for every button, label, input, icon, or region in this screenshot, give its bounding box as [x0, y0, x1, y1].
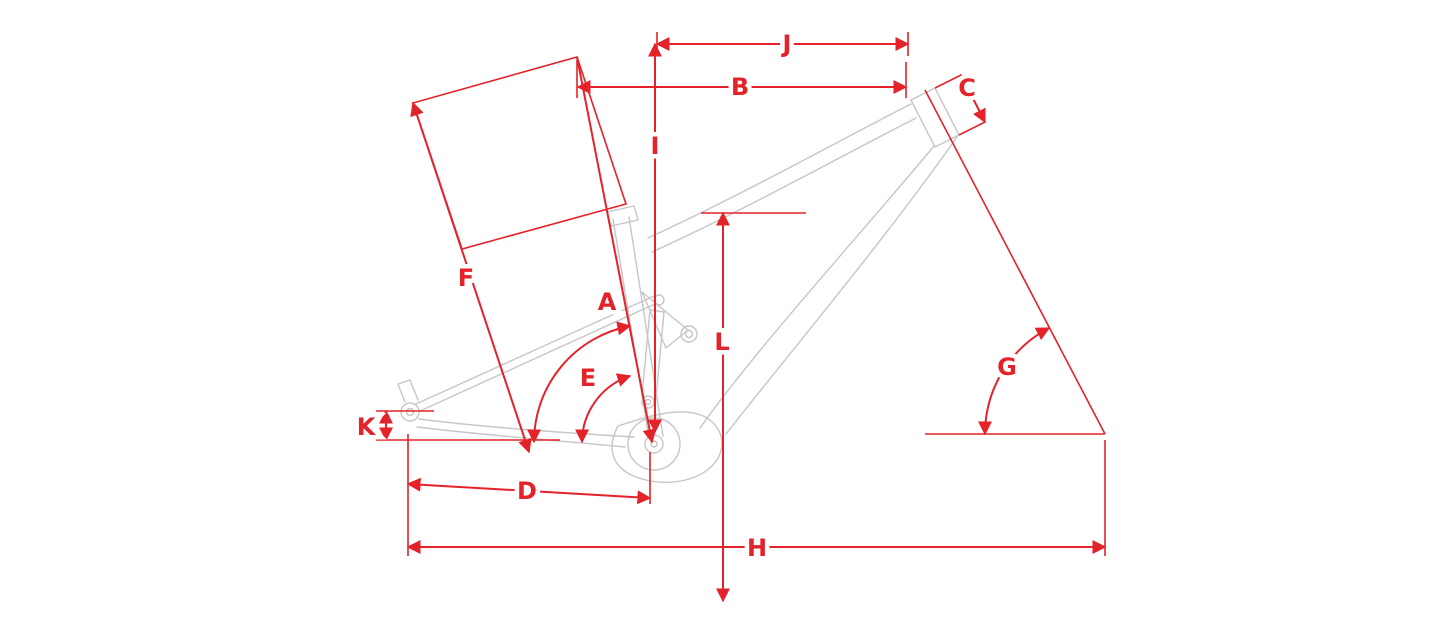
- label-I: I: [651, 132, 660, 160]
- frame-down-tube: [699, 145, 935, 429]
- dimension-annotations: F A E J B I: [352, 26, 1107, 603]
- frame-dropout: [400, 402, 420, 422]
- frame-dropout-axle: [405, 407, 415, 417]
- frame-top-tube: [647, 103, 912, 239]
- frame-brake-mount: [397, 379, 419, 403]
- label-C: C: [958, 74, 976, 102]
- frame-shock-top: [649, 309, 665, 313]
- dimension-line: [410, 101, 532, 454]
- label-B: B: [731, 73, 749, 101]
- label-F: F: [458, 264, 474, 292]
- dimension-E: E: [575, 360, 632, 444]
- frame-chainring-spider: [644, 434, 664, 454]
- frame-chainstay: [418, 418, 635, 438]
- seatpost-box-outline: [411, 56, 628, 250]
- frame-rocker-pivot-inner: [684, 329, 694, 339]
- frame-shock-mount-inner: [644, 398, 652, 406]
- frame-top-tube-lower: [651, 117, 917, 253]
- frame-shock-body-right: [655, 311, 665, 399]
- label-J: J: [781, 30, 792, 58]
- label-E: E: [580, 364, 596, 392]
- angle-arc: [978, 327, 1051, 436]
- dimension-J: J: [655, 26, 910, 63]
- dimension-F: F: [410, 101, 532, 454]
- label-D: D: [517, 477, 537, 505]
- dimension-H: H: [406, 434, 1107, 567]
- frame-seatstay: [415, 295, 655, 405]
- label-L: L: [714, 328, 729, 356]
- dimension-G: G: [924, 89, 1106, 436]
- dimension-line: [406, 477, 652, 505]
- steering-axis-line: [924, 89, 1106, 435]
- frame-rocker-pivot: [680, 325, 698, 343]
- frame-down-tube-front: [725, 136, 958, 435]
- label-G: G: [997, 353, 1017, 381]
- dimension-K: K: [352, 409, 560, 446]
- angle-arc: [527, 321, 632, 444]
- dimension-seatpost-box: [411, 56, 628, 250]
- dimension-line: [576, 56, 657, 444]
- extension-tick: [958, 121, 986, 136]
- frame-head-tube: [910, 87, 960, 148]
- extension-tick: [934, 74, 962, 89]
- dimension-D: D: [406, 452, 652, 510]
- dimension-C: C: [934, 70, 986, 136]
- frame-seatstay-lower: [419, 302, 658, 412]
- label-K: K: [357, 413, 377, 441]
- label-A: A: [598, 288, 617, 316]
- angle-arc: [575, 373, 632, 444]
- frame-drawing: [397, 87, 960, 484]
- dimension-line: [960, 73, 986, 124]
- frame-seat-collar: [606, 205, 639, 227]
- label-H: H: [747, 534, 767, 562]
- dimension-B: B: [576, 60, 908, 106]
